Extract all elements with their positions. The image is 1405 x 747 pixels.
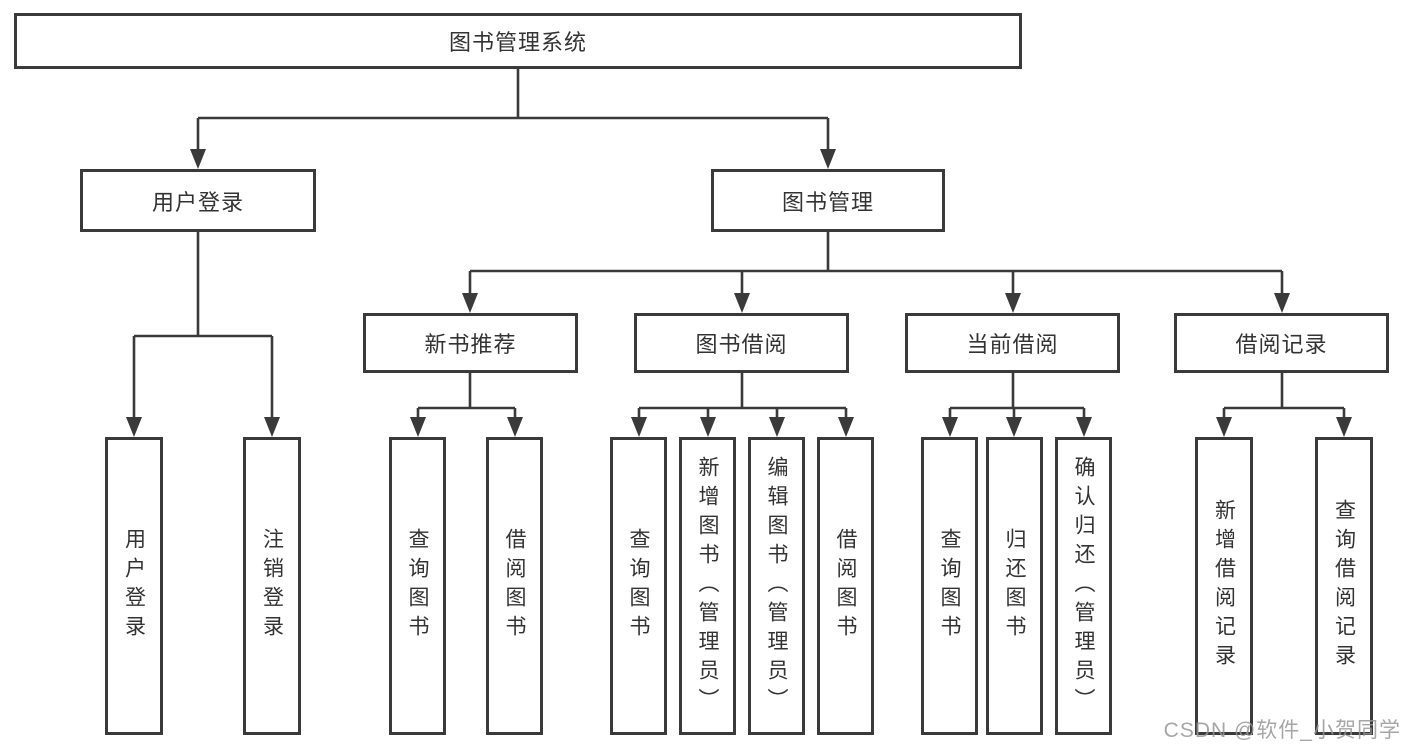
- leaf-borrow-add-books-admin: 新增图书（管理员）: [679, 437, 736, 735]
- connector-user-to-leaves: [126, 232, 280, 437]
- arrowhead: [942, 417, 958, 437]
- arrowhead: [1216, 417, 1232, 437]
- leaf-records-query-borrow-record: 查询借阅记录: [1315, 437, 1373, 735]
- arrowhead: [838, 417, 854, 437]
- node-borrowing-records: 借阅记录: [1174, 313, 1389, 373]
- leaf-current-return-books: 归还图书: [986, 437, 1043, 735]
- arrowhead: [820, 149, 836, 169]
- node-library-management-system: 图书管理系统: [14, 13, 1022, 69]
- leaf-recommend-query-books: 查询图书: [389, 437, 446, 735]
- node-book-management: 图书管理: [711, 169, 945, 232]
- leaf-label: 确认归还（管理员）: [1072, 455, 1095, 717]
- leaf-current-confirm-return-admin: 确认归还（管理员）: [1055, 437, 1112, 735]
- leaf-logout-login: 注销登录: [243, 437, 301, 735]
- leaf-records-add-borrow-record: 新增借阅记录: [1195, 437, 1253, 735]
- node-user-login: 用户登录: [80, 169, 316, 232]
- leaf-label: 用户登录: [122, 528, 146, 644]
- leaf-current-query-books: 查询图书: [921, 437, 978, 735]
- leaf-label: 查询图书: [938, 528, 961, 644]
- csdn-watermark: CSDN @软件_小贺同学: [1163, 719, 1401, 742]
- arrowhead: [631, 417, 647, 437]
- arrowhead: [264, 417, 280, 437]
- arrowhead: [1336, 417, 1352, 437]
- connector-root-to-level2: [190, 69, 836, 169]
- arrowhead: [190, 149, 206, 169]
- arrowhead: [1274, 293, 1290, 313]
- leaf-recommend-borrow-books: 借阅图书: [486, 437, 543, 735]
- node-book-borrowing: 图书借阅: [634, 313, 849, 373]
- leaf-label: 归还图书: [1003, 528, 1026, 644]
- connector-recommend-to-leaves: [410, 373, 523, 437]
- connector-records-to-leaves: [1216, 373, 1352, 437]
- connector-book-to-modules: [462, 232, 1290, 313]
- leaf-label: 新增图书（管理员）: [696, 455, 719, 717]
- arrowhead: [734, 293, 750, 313]
- arrowhead: [700, 417, 716, 437]
- leaf-label: 借阅图书: [503, 528, 526, 644]
- arrowhead: [410, 417, 426, 437]
- arrowhead: [1005, 293, 1021, 313]
- arrowhead: [1076, 417, 1092, 437]
- leaf-label: 查询图书: [627, 528, 650, 644]
- connector-borrow-to-leaves: [631, 373, 854, 437]
- arrowhead: [126, 417, 142, 437]
- node-new-book-recommendation: 新书推荐: [363, 313, 578, 373]
- arrowhead: [507, 417, 523, 437]
- leaf-label: 编辑图书（管理员）: [765, 455, 788, 717]
- leaf-borrow-query-books: 查询图书: [610, 437, 667, 735]
- connector-current-to-leaves: [942, 373, 1092, 437]
- leaf-user-login: 用户登录: [105, 437, 163, 735]
- leaf-label: 新增借阅记录: [1212, 499, 1236, 673]
- leaf-borrow-borrow-books: 借阅图书: [817, 437, 874, 735]
- leaf-label: 查询借阅记录: [1332, 499, 1356, 673]
- node-current-borrowing: 当前借阅: [905, 313, 1120, 373]
- leaf-label: 注销登录: [260, 528, 284, 644]
- arrowhead: [1006, 417, 1022, 437]
- arrowhead: [462, 293, 478, 313]
- leaf-label: 借阅图书: [834, 528, 857, 644]
- arrowhead: [769, 417, 785, 437]
- leaf-borrow-edit-books-admin: 编辑图书（管理员）: [748, 437, 805, 735]
- leaf-label: 查询图书: [406, 528, 429, 644]
